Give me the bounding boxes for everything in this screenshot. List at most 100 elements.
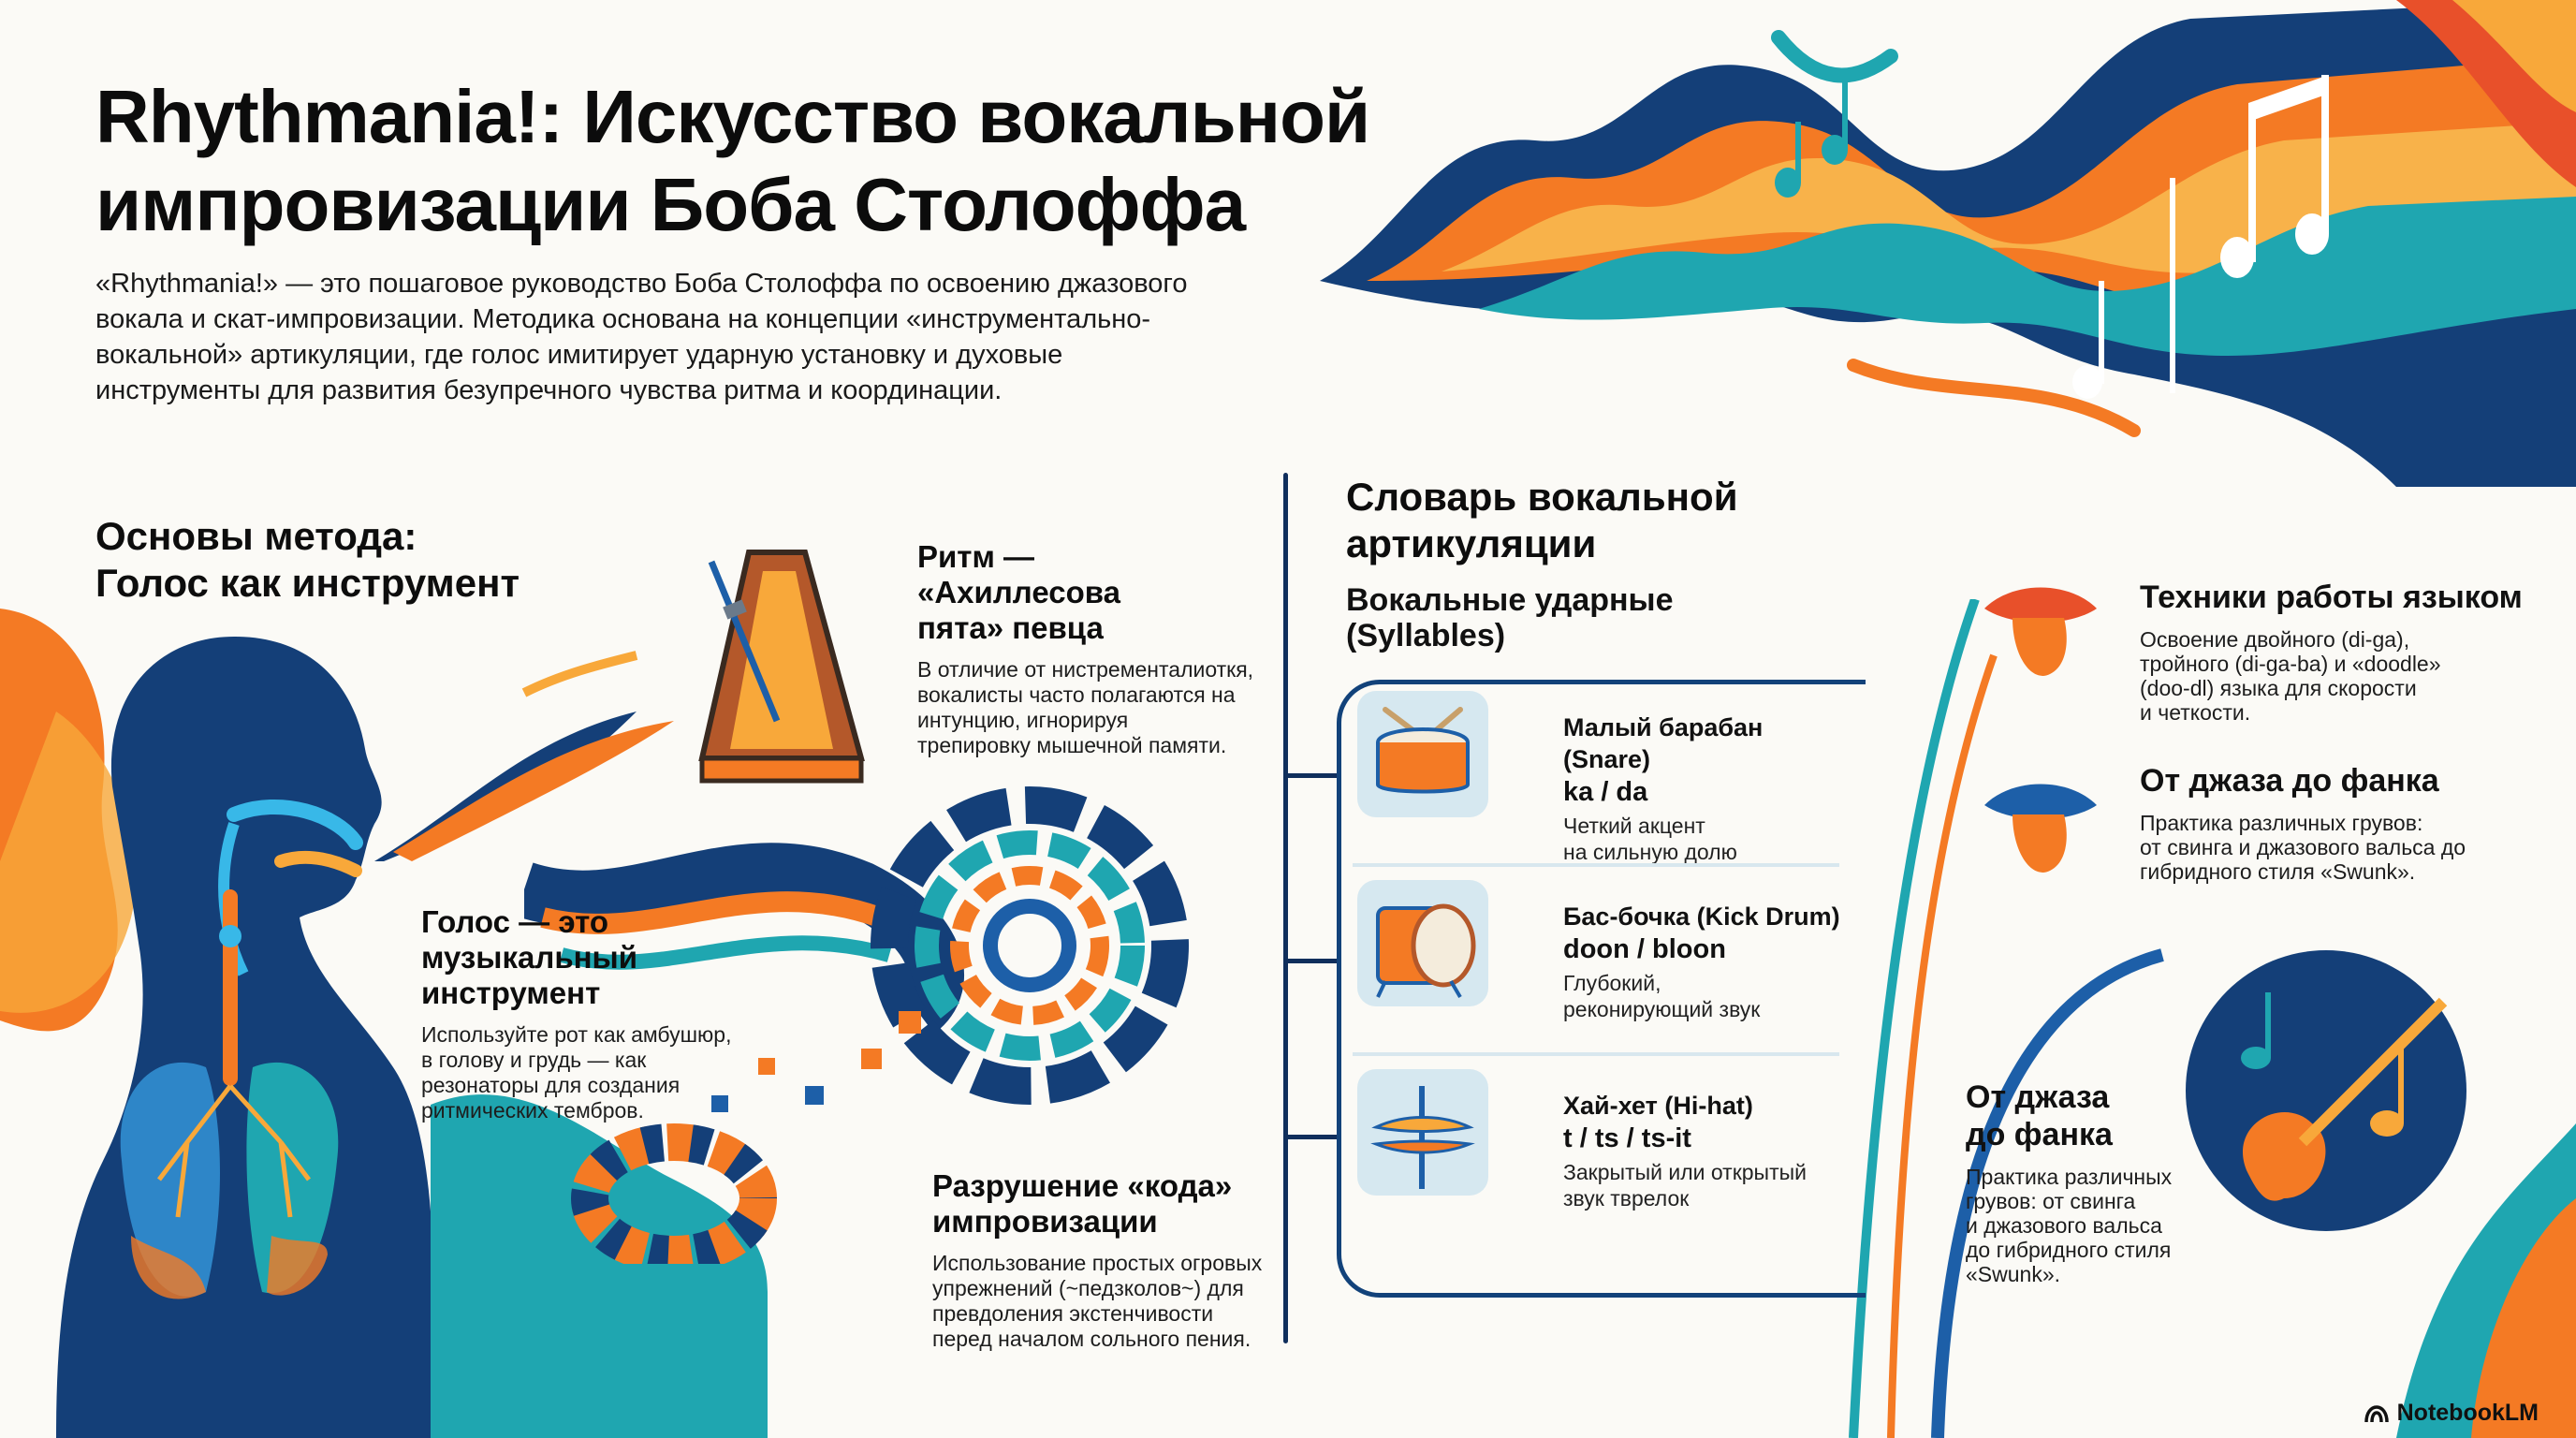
- syllable-row-hihat: Хай-хет (Hi-hat) t / ts / ts-it Закрытый…: [1357, 1069, 1844, 1228]
- section-divider-line: [1283, 473, 1288, 1343]
- title-line: до фанка: [1966, 1117, 2113, 1152]
- block-title: Ритм — «Ахиллесова пята» певца: [917, 539, 1292, 646]
- syllables-panel: [1337, 680, 1866, 1298]
- body-line: грувов: от свинга: [1966, 1189, 2136, 1213]
- syllable-text: Бас-бочка (Kick Drum) doon / bloon Глубо…: [1563, 901, 1840, 1022]
- title-line-1: Rhythmania!: Искусство вокальной: [95, 75, 1370, 158]
- block-title: Голос — это музыкальный инструмент: [421, 904, 758, 1011]
- title-line-2: импровизации Боба Столоффа: [95, 163, 1246, 246]
- body-line: В отличие от нистременталиоткя,: [917, 657, 1254, 682]
- body-line: трепировку мышечной памяти.: [917, 733, 1227, 757]
- syllable-row-snare: Малый барабан (Snare) ka / da Четкий акц…: [1357, 691, 1844, 864]
- desc-line: на сильную долю: [1563, 840, 1737, 864]
- hi-hat-icon: [1357, 1069, 1488, 1196]
- block-title: От джаза до фанка: [1966, 1078, 2190, 1153]
- instrument-name: Малый барабан (Snare): [1563, 713, 1764, 773]
- block-tongue-techniques: Техники работы языком Освоение двойного …: [2140, 579, 2552, 725]
- desc-line: Четкий акцент: [1563, 814, 1705, 838]
- title-line: Разрушение «кода»: [932, 1168, 1233, 1203]
- block-jazz-to-funk-2: От джаза до фанка Практика различных гру…: [1966, 1078, 2190, 1286]
- row-divider: [1353, 863, 1839, 867]
- wave-art-top-right: [1320, 0, 2576, 487]
- title-line: инструмент: [421, 976, 601, 1010]
- title-line: Голос — это: [421, 904, 609, 939]
- syllable-description: Четкий акцент на сильную долю: [1563, 813, 1844, 865]
- snare-drum-icon: [1357, 691, 1488, 817]
- intro-line: инструменты для развития безупречного чу…: [95, 375, 1003, 405]
- notebooklm-logo-icon: [2364, 1404, 2389, 1422]
- flow-lines-right: [1849, 599, 2576, 1438]
- body-line: Использование простых огровых: [932, 1251, 1263, 1275]
- body-line: интунцию, игнорируя: [917, 708, 1129, 732]
- intro-line: вокала и скат-импровизации. Методика осн…: [95, 304, 1151, 334]
- block-title: От джаза до фанка: [2140, 763, 2439, 799]
- instrument-name: Бас-бочка (Kick Drum): [1563, 902, 1840, 931]
- body-line: Освоение двойного (di-ga),: [2140, 627, 2410, 652]
- body-line: превдоления экстенчивости: [932, 1301, 1214, 1326]
- body-line: упрежнений (~педзколов~) для: [932, 1276, 1244, 1300]
- notebooklm-brand: NotebookLM: [2364, 1400, 2539, 1427]
- block-title: Техники работы языком: [2140, 580, 2523, 615]
- brand-label: NotebookLM: [2396, 1400, 2539, 1426]
- block-body: В отличие от нистременталиоткя, вокалист…: [917, 657, 1292, 758]
- body-line: Практика различных грувов:: [2140, 811, 2423, 835]
- block-title: Разрушение «кода» импровизации: [932, 1168, 1288, 1240]
- body-line: и четкости.: [2140, 700, 2251, 725]
- intro-paragraph: «Rhythmania!» — это пошаговое руководств…: [95, 266, 1294, 408]
- subheading-vocal-percussion: Вокальные ударные (Syllables): [1346, 582, 1673, 653]
- syllable-text: Хай-хет (Hi-hat) t / ts / ts-it Закрытый…: [1563, 1090, 1807, 1211]
- desc-line: реконирующий звук: [1563, 997, 1761, 1021]
- block-body: Практика различных грувов: от свинга и д…: [1966, 1165, 2190, 1286]
- body-line: вокалисты часто полагаются на: [917, 682, 1236, 707]
- syllable-text: Малый барабан (Snare) ka / da Четкий акц…: [1563, 712, 1844, 865]
- syllable-sounds: ka / da: [1563, 777, 1648, 807]
- body-line: от свинга и джазового вальса до: [2140, 835, 2466, 859]
- title-line: Ритм —: [917, 539, 1035, 574]
- heading-line: Основы метода:: [95, 514, 417, 558]
- section-heading-vocabulary: Словарь вокальной артикуляции: [1346, 474, 1738, 567]
- body-line: Практика различных: [1966, 1165, 2173, 1189]
- block-rhythm-weakness: Ритм — «Ахиллесова пята» певца В отличие…: [917, 539, 1292, 758]
- block-body: Использование простых огровых упрежнений…: [932, 1251, 1288, 1352]
- title-line: От джаза: [1966, 1079, 2110, 1115]
- body-line: гибридного стиля «Swunk».: [2140, 859, 2416, 884]
- body-line: Используйте рот как амбушюр,: [421, 1022, 732, 1047]
- subheading-line: Вокальные ударные: [1346, 582, 1674, 618]
- heading-line: артикуляции: [1346, 521, 1597, 565]
- tongue-groove-icon: [1984, 784, 2097, 873]
- syllable-sounds: t / ts / ts-it: [1563, 1123, 1691, 1153]
- body-line: (doo-dl) языка для скорости: [2140, 676, 2417, 700]
- title-line: «Ахиллесова: [917, 575, 1120, 609]
- block-jazz-to-funk: От джаза до фанка Практика различных гру…: [2140, 762, 2552, 884]
- row-divider: [1353, 1052, 1839, 1056]
- desc-line: Глубокий,: [1563, 971, 1661, 995]
- singer-anatomy-illustration: [0, 609, 768, 1438]
- block-body: Практика различных грувов: от свинга и д…: [2140, 811, 2552, 884]
- connector-line: [1283, 959, 1341, 963]
- desc-line: звук тврелок: [1563, 1186, 1690, 1211]
- body-line: резонаторы для создания: [421, 1073, 681, 1097]
- body-line: «Swunk».: [1966, 1262, 2061, 1286]
- body-line: тройного (di-ga-ba) и «doodle»: [2140, 652, 2441, 676]
- desc-line: Закрытый или открытый: [1563, 1160, 1807, 1184]
- subheading-line: (Syllables): [1346, 618, 1506, 653]
- heading-line: Голос как инструмент: [95, 561, 520, 605]
- body-line: и джазового вальса: [1966, 1213, 2162, 1238]
- guitar-notes-illustration: [2186, 950, 2466, 1231]
- syllable-row-kick: Бас-бочка (Kick Drum) doon / bloon Глубо…: [1357, 880, 1844, 1039]
- instrument-name: Хай-хет (Hi-hat): [1563, 1092, 1753, 1120]
- tongue-technique-icon: [1984, 587, 2097, 676]
- block-voice-instrument: Голос — это музыкальный инструмент Испол…: [421, 904, 758, 1123]
- body-line: до гибридного стиля: [1966, 1238, 2172, 1262]
- connector-line: [1283, 1135, 1341, 1139]
- block-breaking-code: Разрушение «кода» импровизации Использов…: [932, 1168, 1288, 1352]
- intro-line: вокальной» артикуляции, где голос имитир…: [95, 340, 1063, 370]
- body-line: ритмических тембров.: [421, 1098, 644, 1123]
- page-title: Rhythmania!: Искусство вокальной импрови…: [95, 73, 1370, 249]
- kick-drum-icon: [1357, 880, 1488, 1006]
- syllable-sounds: doon / bloon: [1563, 934, 1726, 964]
- title-line: импровизации: [932, 1204, 1158, 1239]
- intro-line: «Rhythmania!» — это пошаговое руководств…: [95, 269, 1188, 299]
- heading-line: Словарь вокальной: [1346, 475, 1738, 519]
- syllable-description: Глубокий, реконирующий звук: [1563, 970, 1840, 1022]
